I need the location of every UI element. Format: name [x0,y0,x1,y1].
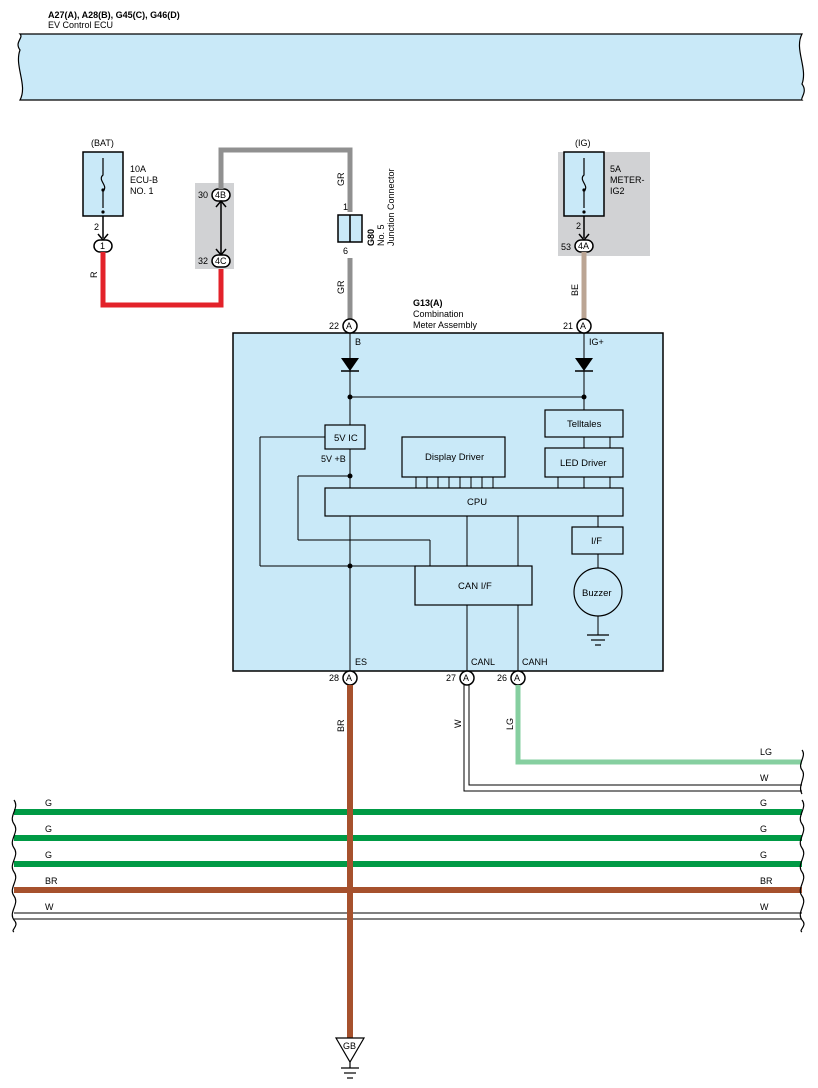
wire-canh [515,685,802,765]
fuse-ecu-b-name1: ECU-B [130,175,158,185]
block-led-driver [544,447,624,478]
block-buzzer [573,567,623,617]
bus-label-right: BR [760,876,773,886]
connector-4b: 4B [215,190,226,200]
pin-27-connector: A [463,673,469,683]
pin-ig-label: IG+ [589,337,604,347]
fuse-meter-ig2-name1: METER- [610,175,645,185]
fuse-ecu-b-pin: 2 [94,222,99,232]
bus-label-left: W [45,902,54,912]
wire-r-label: R [89,271,99,278]
wire-be-label: BE [570,284,580,296]
bat-label: (BAT) [91,138,114,148]
wire-gr-top-label: GR [336,172,346,186]
wire-es-label: BR [336,719,346,732]
pin-28-connector: A [346,673,352,683]
ecu-name: EV Control ECU [48,20,113,30]
junction-dots [347,394,587,569]
wire-gr [218,147,353,212]
fuse-ecu-b-name2: NO. 1 [130,186,154,196]
connector-4a-label: 4A [578,241,589,251]
bus-label-left: G [45,798,52,808]
ground-gb-label: GB [343,1041,356,1051]
block-5v-ic-pins: 5V +B [321,454,346,464]
ground-icon [341,1062,359,1079]
pin-32: 32 [198,256,208,266]
block-if-label: I/F [591,536,602,547]
bus-label-left: G [45,824,52,834]
wire-gr-bottom-label: GR [336,280,346,294]
pin-21-connector: A [580,321,586,331]
pin-b-label: B [355,337,361,347]
block-display-driver [401,436,506,478]
bus-label-right: W [760,902,769,912]
g80-name2: Junction Connector [386,168,396,246]
pin-53: 53 [561,242,571,252]
g80-name1: No. 5 [376,224,386,246]
pin-canh-label: CANH [522,657,548,667]
block-telltales [544,409,624,438]
block-cpu [324,487,624,517]
pin-es-label: ES [355,657,367,667]
block-display-driver-label: Display Driver [425,452,484,463]
fuse-meter-ig2-name2: IG2 [610,186,625,196]
pin-21: 21 [563,321,573,331]
fuse-ecu-b-rating: 10A [130,164,146,174]
pin-28: 28 [329,673,339,683]
meter-name1: Combination [413,309,464,319]
fuse-meter-ig2-rating: 5A [610,164,621,174]
pin-27: 27 [446,673,456,683]
internal-ground-icon [587,634,609,646]
block-buzzer-label: Buzzer [582,588,612,599]
bus-label-right: G [760,824,767,834]
block-cpu-label: CPU [467,497,487,508]
pin-30: 30 [198,190,208,200]
meter-code: G13(A) [413,298,443,308]
diode-ig [575,358,593,371]
wire-canl-end-label: W [760,773,769,783]
wire-canl [463,685,802,792]
g80-pin-6: 6 [343,246,348,256]
g80-pin-1: 1 [343,202,348,212]
meter-name2: Meter Assembly [413,320,478,330]
pin-26: 26 [497,673,507,683]
bus-label-right: G [760,850,767,860]
bus-label-left: BR [45,876,58,886]
ecu-codes: A27(A), A28(B), G45(C), G46(D) [48,10,180,20]
ig-label: (IG) [575,138,591,148]
wire-canh-label: LG [505,718,515,730]
wire-canh-end-label: LG [760,747,772,757]
g80-code: G80 [366,229,376,246]
wire-r [100,252,224,308]
pin-canl-label: CANL [471,657,495,667]
block-5v-ic [324,424,366,450]
diode-b [341,358,359,371]
connector-4c: 4C [215,256,227,266]
block-led-driver-label: LED Driver [560,458,606,469]
block-can-if [414,565,533,606]
block-5v-ic-label: 5V IC [334,433,358,444]
bus-label-right: G [760,798,767,808]
bus-label-left: G [45,850,52,860]
block-if [571,526,624,555]
ecu-bar [17,33,805,101]
block-can-if-label: CAN I/F [458,581,492,592]
pin-26-connector: A [514,673,520,683]
block-telltales-label: Telltales [567,419,602,430]
fuse-meter-ig2-pin: 2 [576,221,581,231]
bus-lines: G G G G G G BR BR W W [14,798,802,920]
wire-canl-label: W [453,719,463,728]
ground-gb [334,1037,366,1064]
pin-22-connector: A [346,321,352,331]
connector-1-label: 1 [100,241,105,251]
pin-22: 22 [329,321,339,331]
